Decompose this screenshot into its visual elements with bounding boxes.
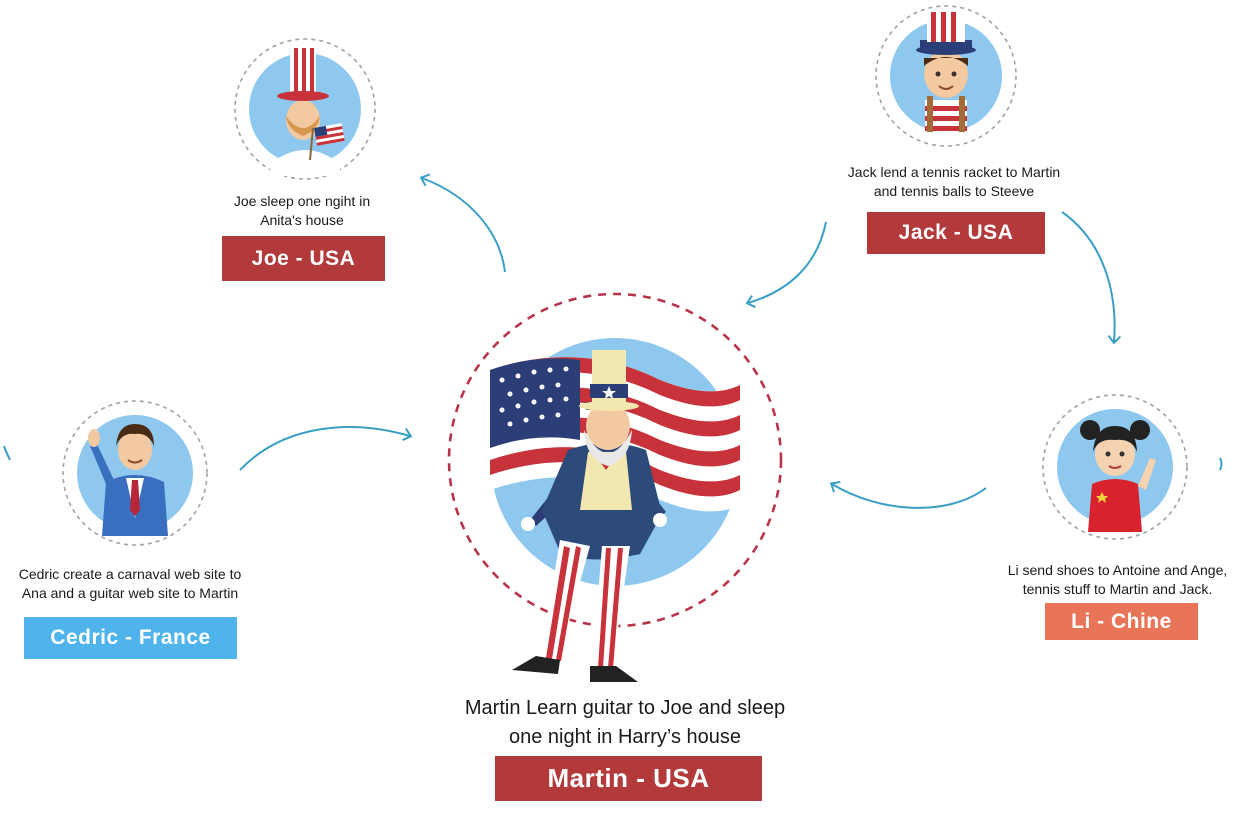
jack-description: Jack lend a tennis racket to Martin and … (826, 163, 1082, 201)
li-description-line2: tennis stuff to Martin and Jack. (1022, 581, 1213, 597)
arrow-edge-right (1219, 457, 1223, 471)
cedric-description-line1: Cedric create a carnaval web site to (18, 566, 242, 582)
cedric-avatar (62, 400, 208, 546)
joe-description: Joe sleep one ngiht in Anita's house (202, 192, 402, 230)
jack-avatar (875, 5, 1017, 147)
arrow-jack-to-li (1061, 211, 1122, 345)
jack-description-line1: Jack lend a tennis racket to Martin (847, 164, 1061, 180)
cedric-description-line2: Ana and a guitar web site to Martin (21, 585, 239, 601)
cedric-label: Cedric - France (24, 617, 237, 659)
joe-avatar (234, 38, 376, 180)
arrow-martin-to-joe (419, 173, 506, 273)
joe-label: Joe - USA (222, 236, 385, 281)
martin-description-line2: one night in Harry’s house (509, 726, 741, 748)
martin-description: Martin Learn guitar to Joe and sleep one… (395, 694, 855, 752)
li-description: Li send shoes to Antoine and Ange, tenni… (990, 561, 1245, 599)
li-description-line1: Li send shoes to Antoine and Ange, (1007, 562, 1228, 578)
jack-description-line2: and tennis balls to Steeve (873, 183, 1035, 199)
arrow-edge-left (3, 445, 11, 461)
cedric-description: Cedric create a carnaval web site to Ana… (0, 565, 260, 603)
jack-label: Jack - USA (867, 212, 1045, 254)
arrow-cedric-to-martin (239, 426, 413, 471)
martin-label: Martin - USA (495, 756, 762, 801)
martin-description-line1: Martin Learn guitar to Joe and sleep (464, 697, 786, 719)
arrow-jack-to-martin (745, 221, 827, 308)
martin-avatar (447, 292, 783, 682)
li-label: Li - Chine (1045, 603, 1198, 640)
joe-description-line1: Joe sleep one ngiht in (233, 193, 371, 209)
li-avatar (1042, 394, 1188, 540)
arrow-li-to-martin (829, 481, 987, 509)
joe-description-line2: Anita's house (260, 212, 344, 228)
